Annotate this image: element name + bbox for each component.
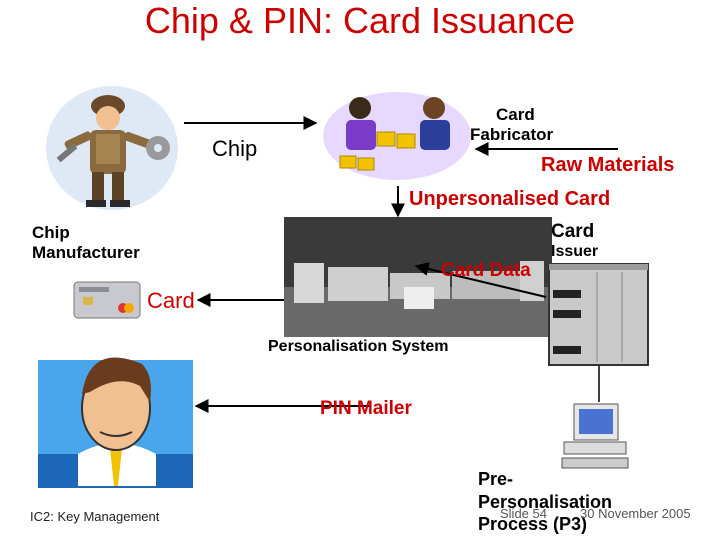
chip-label: Chip bbox=[212, 136, 258, 161]
chip-manufacturer-line-2: Manufacturer bbox=[32, 242, 140, 262]
personalisation-system-label: Personalisation System bbox=[268, 338, 449, 355]
chip-manufacturer-label: Chip Manufacturer bbox=[32, 223, 140, 262]
unpersonalised-card-label: Unpersonalised Card bbox=[409, 188, 611, 210]
pre-personalisation-line-1: Pre- bbox=[478, 469, 514, 489]
card-issuer-line-2: Issuer bbox=[551, 242, 599, 260]
arrow-card-data bbox=[414, 262, 547, 298]
card-fabricator-line-1: Card bbox=[496, 105, 535, 124]
pin-mailer-label: PIN Mailer bbox=[320, 398, 412, 419]
chip-manufacturer-line-1: Chip bbox=[32, 223, 70, 242]
card-data-label: Card Data bbox=[441, 260, 531, 281]
footer-date: 30 November 2005 bbox=[580, 506, 691, 521]
card-fabricator-line-2: Fabricator bbox=[470, 124, 554, 144]
personalisation-machine-icon bbox=[284, 217, 552, 337]
pre-personalisation-line-3: Process (P3) bbox=[478, 514, 588, 534]
pre-personalisation-label: Pre- Personalisation Process (P3) bbox=[478, 468, 612, 536]
slide-title: Chip & PIN: Card Issuance bbox=[144, 0, 576, 41]
server-cabinet-icon bbox=[548, 263, 649, 366]
card-fabricator-label: Card Fabricator bbox=[470, 105, 553, 144]
raw-materials-label: Raw Materials bbox=[541, 154, 675, 176]
card-issuer-line-1: Card bbox=[551, 221, 595, 242]
customer-icon bbox=[38, 357, 193, 488]
desktop-computer-icon bbox=[561, 403, 629, 469]
worker-icon bbox=[46, 86, 178, 210]
footer-course-label: IC2: Key Management bbox=[30, 509, 160, 524]
pre-personalisation-line-2: Personalisation bbox=[478, 491, 613, 512]
card-issuer-label: Card Issuer bbox=[551, 221, 599, 260]
credit-card-icon bbox=[73, 281, 141, 319]
fabricators-icon bbox=[323, 92, 471, 180]
card-label: Card bbox=[147, 288, 195, 313]
footer-slide-number: Slide 54 bbox=[500, 506, 547, 521]
